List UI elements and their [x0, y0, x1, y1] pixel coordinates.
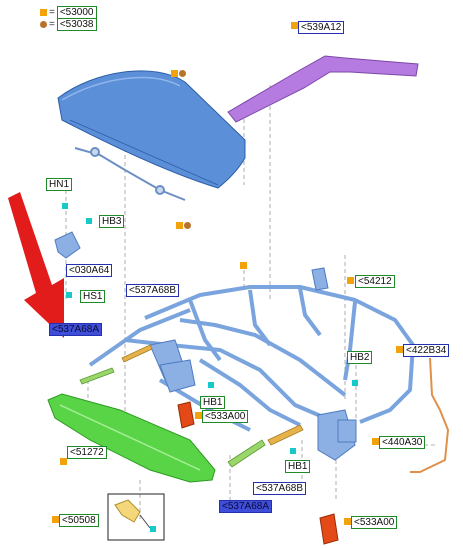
highlighted-part-label: <537A68A — [219, 500, 272, 513]
part-label: HN1 — [46, 178, 73, 191]
part-label: <533A00 — [351, 516, 398, 529]
part-label: HB2 — [347, 351, 373, 364]
legend-code: <53038 — [56, 18, 97, 31]
square-fastener-icon — [52, 516, 59, 523]
part-label: HB1 — [200, 396, 226, 409]
seal-part-shape — [114, 499, 141, 523]
square-fastener-icon — [195, 412, 202, 419]
clip-icon — [352, 380, 358, 386]
round-fastener-icon — [40, 21, 47, 28]
cable-shape — [410, 357, 450, 473]
frame-links — [149, 339, 357, 461]
part-label: HB1 — [285, 460, 311, 473]
legend-item: = <53038 — [40, 18, 97, 31]
clip-icon — [208, 382, 214, 388]
part-label: <54212 — [355, 275, 395, 288]
roof-panel-shape — [57, 70, 246, 189]
part-label: <422B34 — [403, 344, 450, 357]
part-label: HS1 — [80, 290, 106, 303]
square-fastener-icon — [347, 277, 354, 284]
square-fastener-icon — [171, 70, 178, 77]
square-fastener-icon — [291, 22, 298, 29]
inset-box — [107, 493, 165, 541]
roof-bracket-shape — [74, 147, 186, 201]
clip-icon — [62, 203, 68, 209]
square-fastener-icon — [60, 458, 67, 465]
square-fastener-icon — [40, 9, 47, 16]
part-label: <533A00 — [202, 410, 249, 423]
strip-parts — [79, 344, 304, 468]
square-fastener-icon — [396, 346, 403, 353]
part-label: HB3 — [99, 215, 125, 228]
red-arrow-icon — [8, 192, 64, 338]
square-fastener-icon — [176, 222, 183, 229]
part-label: <030A64 — [66, 264, 113, 277]
round-fastener-icon — [179, 70, 186, 77]
clip-icon — [290, 448, 296, 454]
round-fastener-icon — [184, 222, 191, 229]
part-label: <50508 — [59, 514, 99, 527]
link-bracket-shape — [54, 231, 329, 291]
part-label: <537A68B — [126, 284, 179, 297]
square-fastener-icon — [344, 518, 351, 525]
actuator-shape — [177, 401, 339, 545]
part-label: <440A30 — [379, 436, 426, 449]
square-fastener-icon — [240, 262, 247, 269]
part-label: <51272 — [67, 446, 107, 459]
rear-trim-shape — [227, 55, 419, 123]
clip-icon — [86, 218, 92, 224]
part-label: <539A12 — [298, 21, 345, 34]
green-panel-shape — [47, 393, 216, 483]
square-fastener-icon — [372, 438, 379, 445]
highlighted-part-label: <537A68A — [49, 323, 102, 336]
part-label: <537A68B — [253, 482, 306, 495]
clip-icon — [150, 526, 156, 532]
clip-icon — [66, 292, 72, 298]
